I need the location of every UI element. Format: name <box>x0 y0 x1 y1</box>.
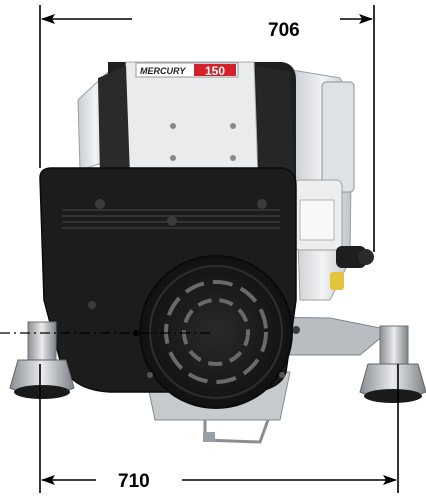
right-mount <box>359 325 426 403</box>
model-number: 150 <box>205 64 225 78</box>
top-dimension-label: 706 <box>268 20 300 41</box>
left-mount <box>9 321 75 399</box>
brand-name: MERCURY <box>140 66 186 76</box>
bottom-dimension-label: 710 <box>118 471 150 492</box>
dimension-annotations <box>0 5 399 493</box>
brand-badge <box>194 64 236 76</box>
engine-illustration: MERCURY 150 <box>9 61 426 444</box>
